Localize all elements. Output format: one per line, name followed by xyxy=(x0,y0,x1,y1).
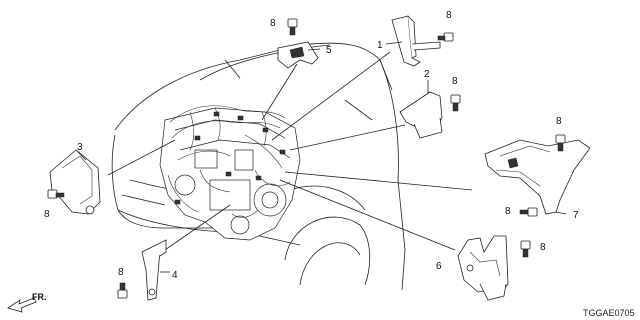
car-body-outline xyxy=(111,42,406,291)
callout-part-4: 4 xyxy=(172,270,178,281)
bolt-8g xyxy=(47,189,65,199)
callout-bolt-8d: 8 xyxy=(556,116,562,127)
diagram-code: TGGAE0705 xyxy=(583,308,635,318)
callout-bolt-8c: 8 xyxy=(452,76,458,87)
part-4-bracket xyxy=(141,239,170,301)
callout-labels: 1 2 3 4 5 6 7 8 8 8 8 8 8 8 8 xyxy=(44,10,579,281)
bolt-8b xyxy=(437,32,454,42)
callout-part-1: 1 xyxy=(377,40,383,51)
bolt-8f xyxy=(520,240,531,258)
bolt-8e xyxy=(519,207,538,217)
front-direction-indicator: FR. xyxy=(7,292,47,313)
part-3-cover xyxy=(49,149,101,215)
callout-part-2: 2 xyxy=(424,69,430,80)
bolt-8h xyxy=(117,282,128,299)
front-direction-label: FR. xyxy=(32,292,47,302)
part-2-bracket xyxy=(399,80,443,139)
callout-part-3: 3 xyxy=(77,142,83,153)
front-arrow-icon xyxy=(7,297,37,313)
callout-part-5: 5 xyxy=(326,45,332,56)
part-1-bracket xyxy=(385,15,441,67)
bolt-8c xyxy=(450,94,461,112)
callout-bolt-8f: 8 xyxy=(540,242,546,253)
callout-part-7: 7 xyxy=(573,210,579,221)
callout-bolt-8a: 8 xyxy=(270,18,276,29)
part-7-bracket xyxy=(484,139,591,215)
callout-part-6: 6 xyxy=(436,261,442,272)
part-5-harness-bracket xyxy=(277,41,321,69)
part-6-bracket xyxy=(457,235,509,301)
bolt-8d xyxy=(555,134,566,152)
leader-lines xyxy=(107,51,473,253)
callout-bolt-8b: 8 xyxy=(446,10,452,21)
bolt-8a xyxy=(287,18,298,36)
callout-bolt-8h: 8 xyxy=(118,267,124,278)
callout-bolt-8e: 8 xyxy=(505,206,511,217)
engine-wire-harness-assembly xyxy=(159,105,301,241)
callout-bolt-8g: 8 xyxy=(44,209,50,220)
